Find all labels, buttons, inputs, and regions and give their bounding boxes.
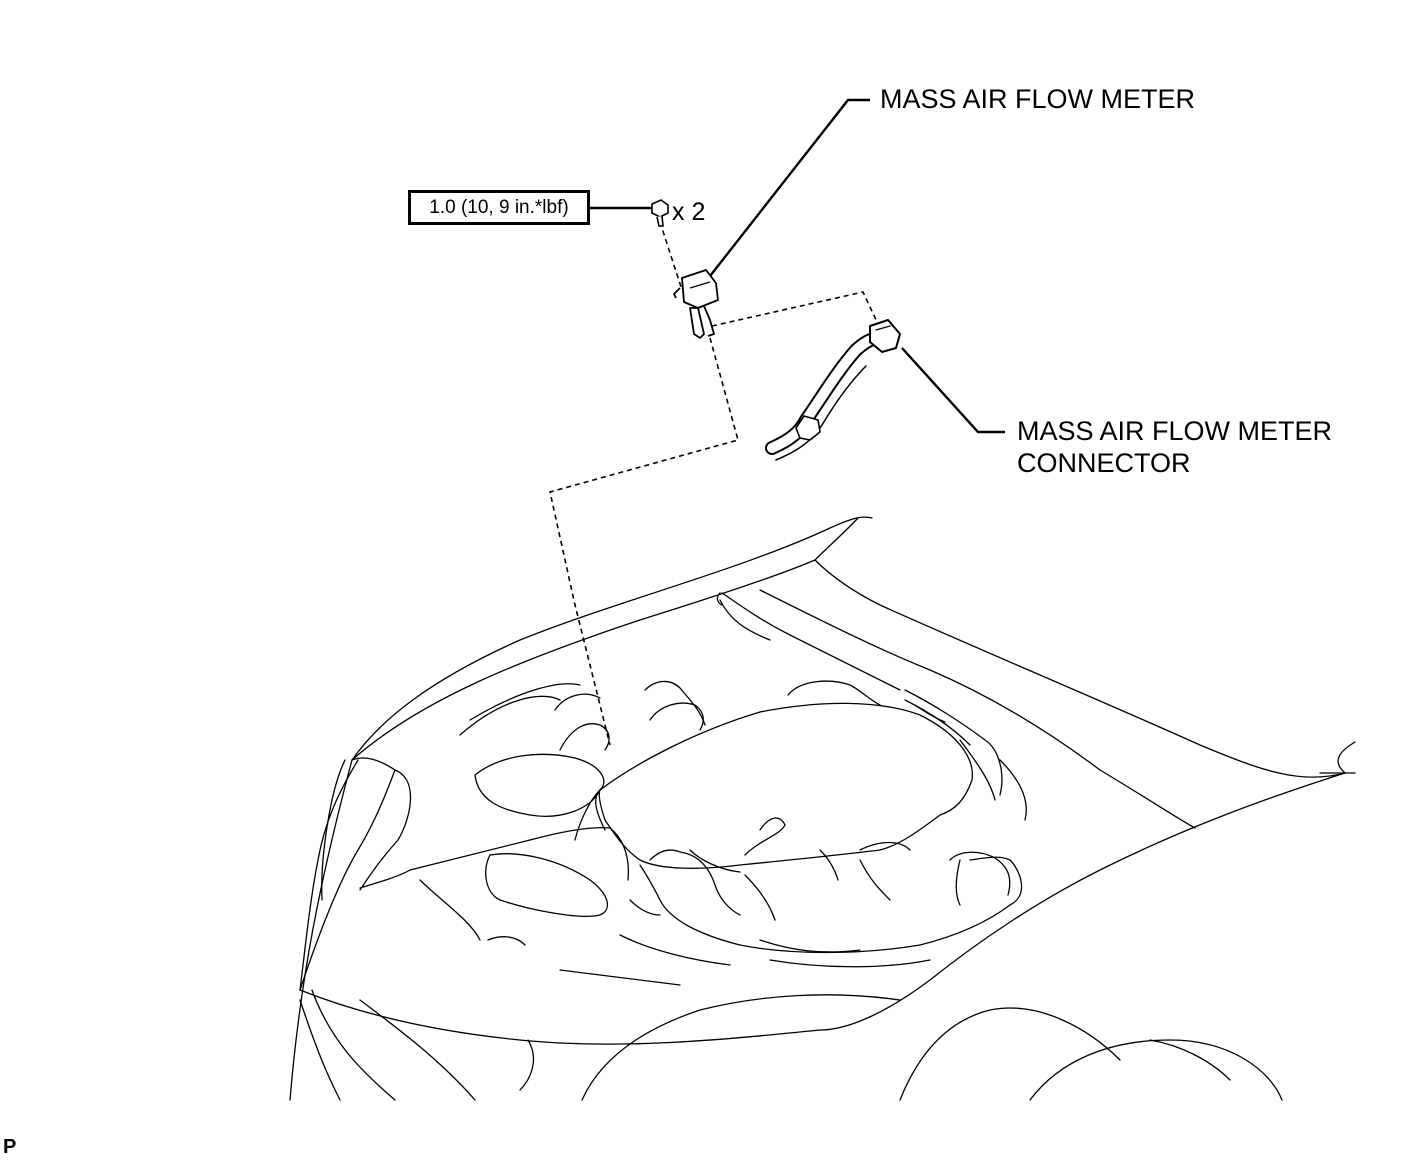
engine-cover [598, 702, 974, 869]
hood-panel-right [819, 772, 1346, 1031]
mass-air-flow-meter-part [673, 269, 719, 339]
fender-left [299, 769, 396, 991]
meter-install-guide [549, 337, 739, 746]
corner-mark: P [3, 1136, 17, 1158]
bolt-guide-line [659, 221, 683, 291]
torque-spec-box: 1.0 (10, 9 in.*lbf) [408, 190, 590, 225]
battery-area [474, 753, 605, 817]
leader-line-meter [702, 98, 870, 286]
mass-air-flow-meter-label: MASS AIR FLOW METER [880, 84, 1196, 114]
mass-air-flow-meter-connector-label-line2: CONNECTOR [1017, 448, 1191, 478]
wire-harness-connector [765, 319, 901, 461]
mass-air-flow-meter-connector-label-line1: MASS AIR FLOW METER [1017, 416, 1333, 446]
leader-line-connector [901, 347, 1005, 434]
connector-guide-line [711, 291, 878, 327]
hood-top-edge [351, 559, 1346, 778]
bolt-quantity: x 2 [672, 198, 706, 226]
hood-outline [289, 516, 873, 1101]
torque-spec-text: 1.0 (10, 9 in.*lbf) [429, 196, 569, 218]
bolt-icon [651, 199, 669, 227]
